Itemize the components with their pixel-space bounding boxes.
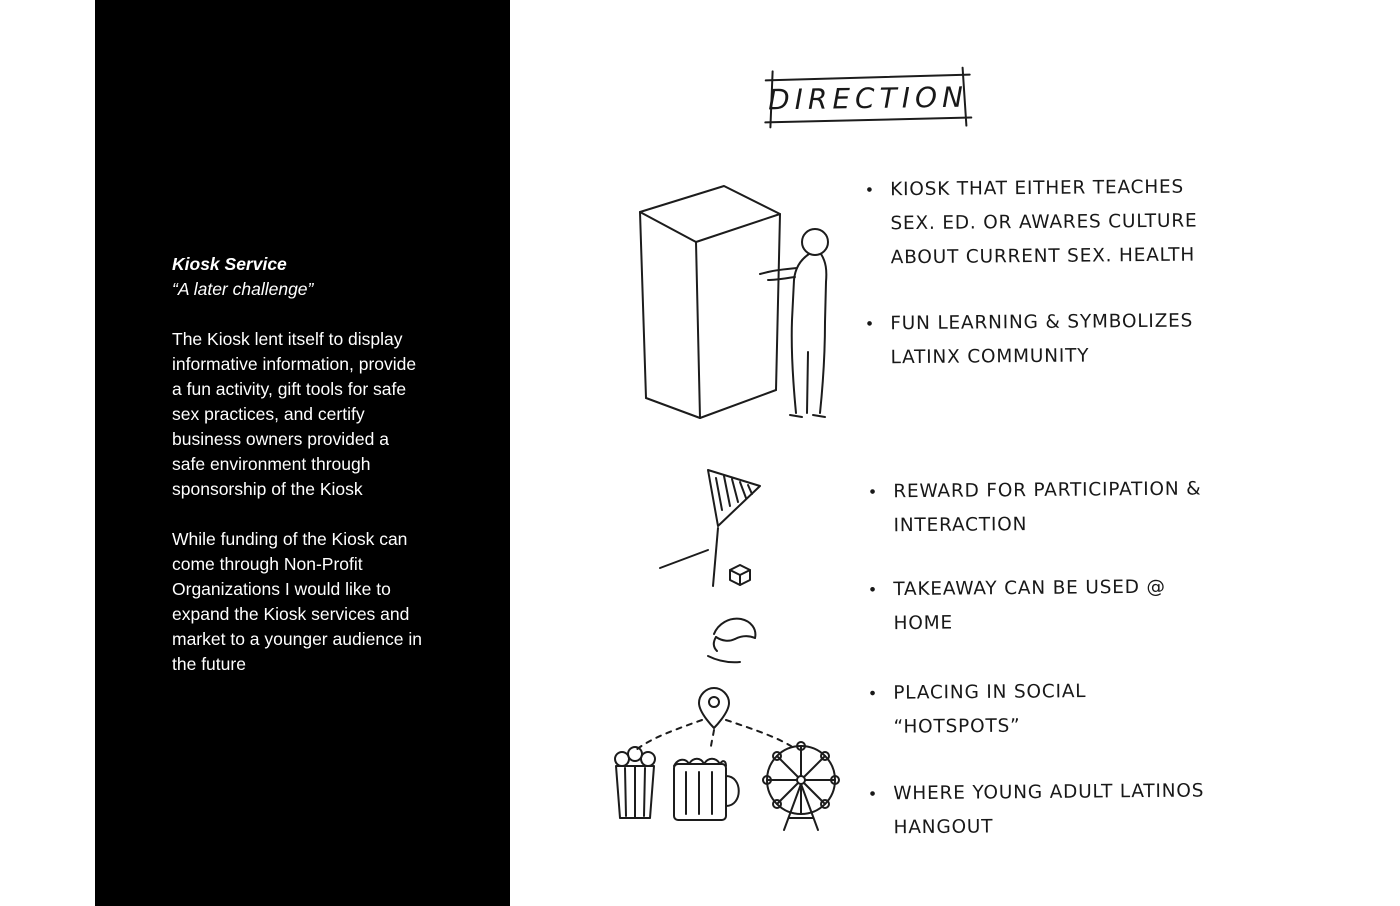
bullet-takeaway: • TAKEAWAY CAN BE USED @ HOME: [868, 571, 1166, 642]
bullet-text: WHERE YOUNG ADULT LATINOS HANGOUT: [893, 780, 1205, 839]
case-subtitle: “A later challenge”: [172, 279, 314, 299]
prize-dispenser-sketch: [658, 466, 788, 676]
bullet-reward: • REWARD FOR PARTICIPATION & INTERACTION: [868, 473, 1202, 544]
bullet-text: TAKEAWAY CAN BE USED @ HOME: [893, 576, 1166, 635]
bullet-dot: •: [867, 683, 878, 703]
case-paragraph-2: While funding of the Kiosk can come thro…: [172, 529, 423, 674]
bullet-text: PLACING IN SOCIAL “HOTSPOTS”: [893, 681, 1087, 738]
bullet-hangout: • WHERE YOUNG ADULT LATINOS HANGOUT: [868, 775, 1205, 846]
direction-heading: DIRECTION: [767, 80, 969, 116]
bullet-text: REWARD FOR PARTICIPATION & INTERACTION: [893, 478, 1202, 537]
bullet-dot: •: [867, 482, 878, 502]
bullet-text: KIOSK THAT EITHER TEACHES SEX. ED. OR AW…: [890, 176, 1198, 269]
bullet-dot: •: [864, 314, 875, 334]
bullet-kiosk-teaches: • KIOSK THAT EITHER TEACHES SEX. ED. OR …: [865, 171, 1198, 276]
sketched-frame: [764, 66, 973, 129]
social-hotspots-sketch: [596, 680, 851, 845]
bullet-dot: •: [867, 784, 878, 804]
direction-heading-box: DIRECTION: [763, 66, 974, 130]
bullet-text: FUN LEARNING & SYMBOLIZES LATINX COMMUNI…: [890, 310, 1194, 369]
bullet-fun-learning: • FUN LEARNING & SYMBOLIZES LATINX COMMU…: [865, 305, 1194, 376]
case-description: Kiosk Service “A later challenge” The Ki…: [172, 252, 424, 702]
bullet-dot: •: [867, 580, 878, 600]
left-panel: Kiosk Service “A later challenge” The Ki…: [95, 0, 510, 906]
case-title: Kiosk Service: [172, 254, 287, 274]
kiosk-with-user-sketch: [612, 170, 852, 435]
bullet-placing: • PLACING IN SOCIAL “HOTSPOTS”: [868, 675, 1087, 745]
case-paragraph-1: The Kiosk lent itself to display informa…: [172, 329, 417, 499]
bullet-dot: •: [864, 180, 875, 200]
